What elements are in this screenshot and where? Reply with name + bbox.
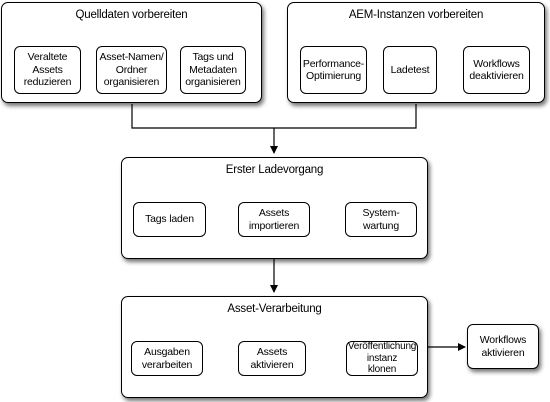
initial-load-group: Erster Ladevorgang Tags laden Assets imp… xyxy=(121,157,428,259)
organize-metadata-box: Tags und Metadaten organisieren xyxy=(180,46,246,94)
import-assets-box: Assets importieren xyxy=(238,202,310,237)
merge-line xyxy=(131,104,417,129)
source-group: Quelldaten vorbereiten Veraltete Assets … xyxy=(1,2,262,103)
source-group-title: Quelldaten vorbereiten xyxy=(75,9,188,21)
processing-group: Asset-Verarbeitung Ausgaben verarbeiten … xyxy=(121,296,428,398)
enable-workflows-box: Workflows aktivieren xyxy=(467,324,539,369)
system-maintenance-box: System- wartung xyxy=(345,202,417,237)
reduce-assets-box: Veraltete Assets reduzieren xyxy=(14,46,81,94)
performance-box: Performance- Optimierung xyxy=(300,46,367,94)
load-test-box: Ladetest xyxy=(383,46,437,94)
clone-publish-box: Veröffentlichung instanz klonen xyxy=(346,341,418,376)
organize-folders-box: Asset-Namen/ Ordner organisieren xyxy=(96,46,167,94)
initial-load-title: Erster Ladevorgang xyxy=(225,164,324,176)
process-outputs-box: Ausgaben verarbeiten xyxy=(131,341,203,376)
processing-title: Asset-Verarbeitung xyxy=(227,303,322,315)
disable-workflows-box: Workflows deaktivieren xyxy=(463,46,530,94)
activate-assets-box: Assets aktivieren xyxy=(238,341,306,376)
load-tags-box: Tags laden xyxy=(133,202,206,237)
aem-group-title: AEM-Instanzen vorbereiten xyxy=(348,9,484,21)
aem-group: AEM-Instanzen vorbereiten Performance- O… xyxy=(287,2,545,103)
